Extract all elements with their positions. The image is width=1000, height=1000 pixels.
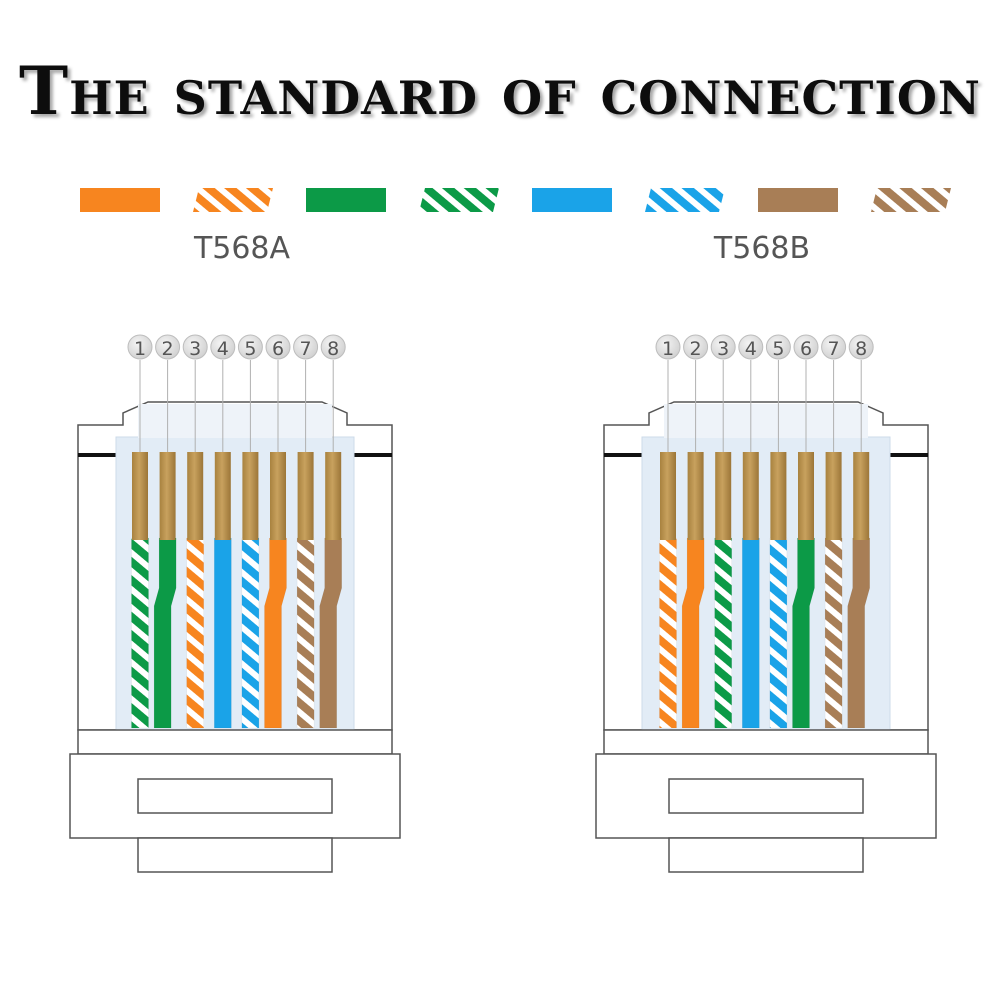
- pin-number-badge: [848, 334, 874, 360]
- legend-swatch-orange-striped: [193, 188, 273, 212]
- wire-7-brown-striped: [296, 537, 315, 729]
- wire-6-orange-solid: [264, 537, 287, 729]
- contact-pin-1: [132, 452, 148, 540]
- color-legend: [80, 188, 951, 212]
- wire-1-orange-striped: [659, 537, 677, 729]
- wire-2-orange-solid: [681, 537, 705, 729]
- pin-number: 7: [300, 338, 312, 360]
- pin-number: 6: [800, 338, 812, 360]
- standard-labels: T568A T568B: [193, 231, 810, 266]
- pin-number: 3: [717, 338, 729, 360]
- contact-pin-4: [214, 452, 231, 540]
- wire-7-brown-striped: [824, 537, 843, 729]
- pin-number: 1: [662, 338, 674, 360]
- wire-6-green-solid: [792, 537, 815, 729]
- pin-number: 8: [855, 338, 867, 360]
- legend-swatch-green-solid: [306, 188, 386, 212]
- wire-5-blue-striped: [241, 537, 260, 729]
- pin-number-badge: [655, 334, 681, 360]
- standard-label-t568b: T568B: [713, 231, 810, 266]
- contact-pin-1: [660, 452, 676, 540]
- wire-2-green-solid: [153, 537, 177, 729]
- pin-number-badge: [127, 334, 153, 360]
- connector-window: [115, 436, 355, 736]
- legend-swatch-brown-solid: [758, 188, 838, 212]
- contact-pin-7: [825, 452, 842, 540]
- pin-number: 1: [134, 338, 146, 360]
- contact-pin-6: [798, 452, 814, 540]
- contact-pin-3: [187, 452, 204, 540]
- pin-number: 6: [272, 338, 284, 360]
- pin-number-badge: [765, 334, 791, 360]
- wire-3-orange-striped: [186, 537, 204, 729]
- pin-number-badge: [320, 334, 346, 360]
- wire-8-brown-solid: [847, 537, 870, 729]
- pin-number-badge: [793, 334, 819, 360]
- pin-number-badge: [738, 334, 764, 360]
- pin-number-badge: [265, 334, 291, 360]
- wire-8-brown-solid: [319, 537, 342, 729]
- contact-pin-5: [242, 452, 259, 540]
- connector-top-window: [664, 404, 868, 438]
- pin-number: 8: [327, 338, 339, 360]
- pin-number: 5: [772, 338, 784, 360]
- legend-swatch-orange-solid: [80, 188, 160, 212]
- legend-swatch-green-striped: [419, 188, 499, 212]
- pin-number: 2: [690, 338, 702, 360]
- standard-label-t568a: T568A: [193, 231, 291, 266]
- legend-swatch-blue-striped: [645, 188, 725, 212]
- contact-pin-6: [270, 452, 286, 540]
- pin-number-badge: [155, 334, 181, 360]
- contact-pin-2: [687, 452, 704, 540]
- contact-pin-5: [770, 452, 787, 540]
- wire-5-blue-striped: [769, 537, 788, 729]
- wire-3-green-striped: [714, 537, 732, 729]
- pin-number: 3: [189, 338, 201, 360]
- pin-number: 7: [828, 338, 840, 360]
- wire-4-blue-solid: [742, 537, 760, 729]
- legend-swatch-blue-solid: [532, 188, 612, 212]
- contact-pin-2: [159, 452, 176, 540]
- contact-pin-7: [297, 452, 314, 540]
- pin-number: 4: [217, 338, 229, 360]
- cable-sleeve: [137, 837, 333, 873]
- pin-number-badge: [683, 334, 709, 360]
- contact-pin-3: [715, 452, 732, 540]
- wire-1-green-striped: [131, 537, 149, 729]
- pin-number: 4: [745, 338, 757, 360]
- page-title: The standard of connection: [19, 52, 981, 130]
- legend-swatch-brown-striped: [871, 188, 951, 212]
- boot-window: [137, 778, 333, 814]
- boot-window: [668, 778, 864, 814]
- contact-pin-8: [853, 452, 870, 540]
- pin-number-badge: [237, 334, 263, 360]
- wire-4-blue-solid: [214, 537, 232, 729]
- contact-pin-4: [742, 452, 759, 540]
- contact-pin-8: [325, 452, 342, 540]
- pin-number: 5: [244, 338, 256, 360]
- pin-number-badge: [182, 334, 208, 360]
- cable-sleeve: [668, 837, 864, 873]
- pin-number-badge: [293, 334, 319, 360]
- connector-top-window: [138, 404, 332, 438]
- pin-number-badge: [710, 334, 736, 360]
- pin-number-badge: [210, 334, 236, 360]
- connector-collar: [603, 729, 929, 755]
- pin-number-badge: [821, 334, 847, 360]
- pin-number: 2: [162, 338, 174, 360]
- connector-collar: [77, 729, 393, 755]
